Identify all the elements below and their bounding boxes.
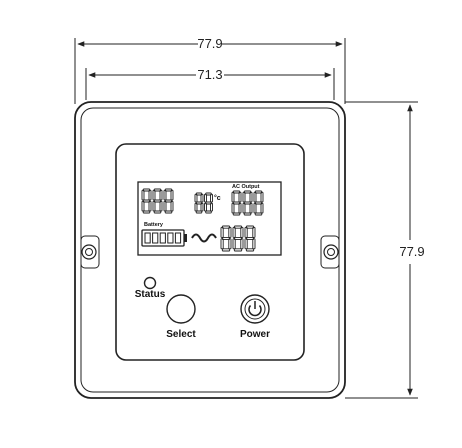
lcd-digits-temperature: [194, 192, 213, 214]
outer-width-dimension: [74, 38, 346, 104]
lcd-digits-bottom: [220, 225, 256, 252]
lcd-digit-8: [141, 188, 152, 214]
select-label: Select: [166, 329, 196, 340]
right-mounting-hole: [320, 235, 340, 269]
lcd-digit-8: [220, 225, 232, 252]
power-icon: [248, 301, 262, 317]
lcd-digit-8: [253, 190, 264, 216]
lcd-degree-unit: °c: [214, 194, 221, 202]
power-label: Power: [240, 329, 270, 340]
inner-width-label: 71.3: [197, 67, 222, 82]
lcd-ac-output-label: AC Output: [232, 184, 260, 190]
status-led: [143, 276, 157, 290]
battery-icon: [141, 229, 187, 247]
lcd-digit-8: [231, 190, 242, 216]
inner-width-dimension: [85, 68, 335, 100]
outer-width-label: 77.9: [197, 36, 222, 51]
lcd-digit-8: [204, 192, 213, 214]
lcd-digits-ac-output: [231, 190, 264, 216]
lcd-digit-8: [242, 190, 253, 216]
select-button[interactable]: [166, 294, 196, 324]
lcd-digit-8: [244, 225, 256, 252]
lcd-battery-label: Battery: [144, 222, 164, 228]
ac-wave-icon: [191, 233, 217, 243]
battery-bar: [152, 232, 159, 244]
status-label: Status: [135, 289, 166, 300]
battery-bar: [159, 232, 166, 244]
lcd-digit-8: [194, 192, 204, 214]
battery-bar: [167, 232, 174, 244]
power-button[interactable]: [240, 294, 270, 324]
battery-bar: [174, 232, 182, 244]
lcd-digit-8: [152, 188, 163, 214]
lcd-screen: °c AC Output Battery: [137, 181, 282, 256]
height-label: 77.9: [399, 244, 424, 259]
lcd-digit-8: [163, 188, 174, 214]
height-dimension: [345, 101, 418, 399]
lcd-digit-8: [232, 225, 244, 252]
battery-bar: [144, 232, 151, 244]
lcd-digits-top-left: [141, 188, 174, 214]
left-mounting-hole: [80, 235, 100, 269]
